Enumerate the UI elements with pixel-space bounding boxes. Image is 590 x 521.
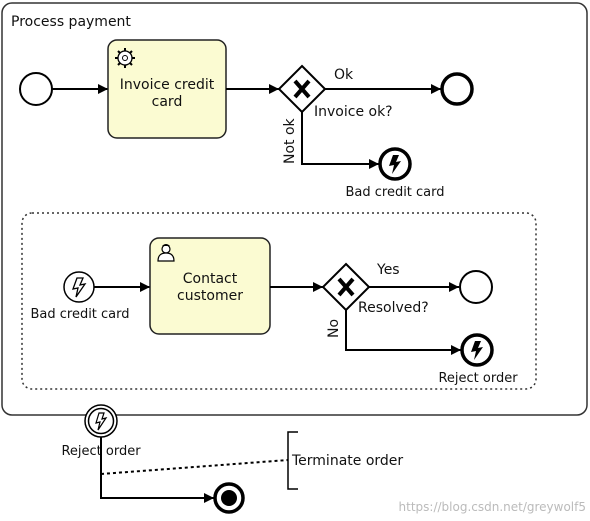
annotation-bracket (287, 431, 298, 490)
reject-order-end-label: Reject order (438, 371, 518, 386)
process-payment-container (1, 2, 588, 416)
start-event[interactable] (19, 72, 53, 106)
end-event-top[interactable] (440, 72, 474, 106)
bad-credit-card-error-start-event[interactable] (63, 271, 95, 303)
annotation-association (100, 459, 289, 475)
end-event-resolved[interactable] (459, 270, 493, 304)
invoice-ok-question: Invoice ok? (314, 104, 393, 120)
gear-icon (115, 48, 135, 68)
contact-task-label-line2: customer (177, 288, 243, 304)
bad-credit-card-start-label: Bad credit card (30, 307, 129, 322)
invoice-task-label-line1: Invoice credit (120, 77, 215, 93)
ok-label: Ok (334, 67, 354, 83)
resolved-question: Resolved? (358, 300, 429, 316)
terminate-end-event[interactable] (213, 482, 245, 514)
reject-order-error-end-event[interactable] (460, 333, 494, 367)
flow-gateway-no (345, 310, 461, 355)
invoice-task-label-line2: card (152, 94, 183, 110)
not-ok-label: Not ok (282, 117, 298, 164)
user-icon (157, 244, 175, 262)
event-subprocess-container (21, 212, 537, 390)
contact-task-label-line1: Contact (183, 271, 238, 287)
process-title: Process payment (11, 14, 131, 30)
bad-credit-card-end-label: Bad credit card (345, 185, 444, 200)
reject-order-boundary-event[interactable] (84, 404, 118, 438)
no-label: No (326, 319, 342, 338)
invoice-ok-gateway[interactable] (277, 64, 327, 114)
yes-label: Yes (376, 262, 400, 278)
flow-gateway-not-ok (301, 112, 379, 169)
watermark: https://blog.csdn.net/greywolf5 (399, 500, 586, 514)
bad-credit-card-error-end-event[interactable] (378, 147, 412, 181)
terminate-order-annotation: Terminate order (291, 453, 403, 469)
flow-boundary-to-terminate (100, 437, 214, 503)
